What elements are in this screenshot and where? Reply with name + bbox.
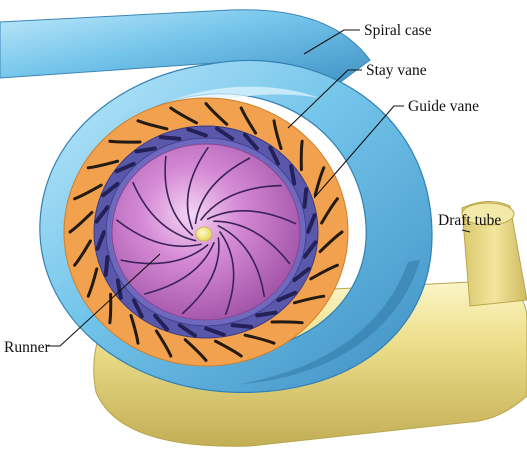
stay-vane (301, 141, 302, 169)
guide-vane (106, 257, 108, 275)
runner (112, 144, 300, 320)
label-draft-tube: Draft tube (438, 212, 501, 229)
guide-vane (161, 137, 180, 139)
guide-vane (304, 189, 306, 207)
runner-hub (196, 227, 212, 241)
stay-vane (272, 322, 302, 323)
stay-vane (110, 294, 111, 322)
guide-vane (233, 325, 252, 327)
label-guide-vane: Guide vane (408, 98, 479, 115)
stay-vane (110, 141, 140, 142)
label-stay-vane: Stay vane (366, 62, 427, 79)
label-spiral-case: Spiral case (364, 22, 432, 39)
label-runner: Runner (4, 339, 50, 356)
